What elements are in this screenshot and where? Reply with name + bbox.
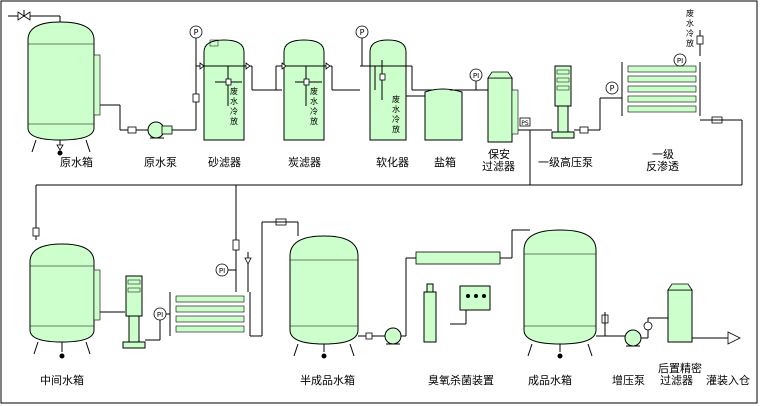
carbon-waste-3: 冷 xyxy=(310,106,318,116)
intermediate-tank xyxy=(29,243,101,359)
ro1-waste-1: 废 xyxy=(686,8,694,18)
softener-waste-3: 冷 xyxy=(392,114,400,124)
svg-text:P: P xyxy=(360,28,365,37)
label-security-filter-1: 保安 xyxy=(488,148,510,161)
label-raw-tank: 原水箱 xyxy=(60,156,93,169)
ro1-waste-3: 冷 xyxy=(686,28,694,38)
transfer-pump xyxy=(384,257,416,345)
softener: P xyxy=(355,25,450,141)
label-booster-pump: 增压泵 xyxy=(612,374,645,387)
ro-unit-2: PI xyxy=(166,196,299,337)
carbon-filter xyxy=(275,39,360,141)
sand-filter: P xyxy=(189,25,282,141)
ro1-waste-2: 水 xyxy=(686,18,694,28)
label-product-tank: 成品水箱 xyxy=(528,374,572,387)
carbon-waste-1: 废 xyxy=(310,86,318,96)
label-security-filter-2: 过滤器 xyxy=(482,160,515,173)
post-precision-filter xyxy=(667,283,741,345)
label-carbon-filter: 炭滤器 xyxy=(288,156,321,169)
softener-waste-4: 放 xyxy=(392,124,400,134)
label-softener: 软化器 xyxy=(376,156,409,169)
label-ro1-2: 反渗透 xyxy=(646,160,679,173)
softener-waste-2: 水 xyxy=(392,104,400,114)
ozone-sterilizer xyxy=(415,229,530,343)
sand-waste-3: 冷 xyxy=(230,106,238,116)
raw-water-pump xyxy=(147,121,173,139)
svg-text:PI: PI xyxy=(473,72,479,80)
semi-finished-tank xyxy=(289,235,385,359)
svg-text:PS: PS xyxy=(521,120,529,127)
label-raw-pump: 原水泵 xyxy=(144,156,177,169)
pipe-raw-to-pump xyxy=(100,104,148,134)
carbon-waste-2: 水 xyxy=(310,96,318,106)
softener-waste-1: 废 xyxy=(392,94,400,104)
booster-pump xyxy=(624,317,668,347)
ro1-waste-4: 放 xyxy=(686,38,694,48)
finished-product-tank xyxy=(523,229,625,359)
label-filling: 灌装入仓 xyxy=(706,374,750,387)
salt-tank xyxy=(424,88,463,141)
label-mid-tank: 中间水箱 xyxy=(40,374,84,387)
pipe-ro1-to-mid-tank xyxy=(32,120,743,240)
label-salt-tank: 盐箱 xyxy=(434,156,456,169)
label-ozone: 臭氧杀菌装置 xyxy=(428,374,494,387)
label-post-filter-1: 后置精密 xyxy=(658,362,702,375)
svg-text:PI: PI xyxy=(677,57,683,65)
sand-waste-4: 放 xyxy=(230,116,238,126)
carbon-waste-4: 放 xyxy=(310,116,318,126)
label-sand-filter: 砂滤器 xyxy=(208,156,241,169)
inlet-valve xyxy=(8,10,38,21)
hp-pump-1: P xyxy=(530,65,619,139)
sand-waste-2: 水 xyxy=(230,96,238,106)
label-hp-pump-1: 一级高压泵 xyxy=(538,156,593,169)
hp-pump-2: PI xyxy=(122,275,167,349)
svg-text:P: P xyxy=(194,28,199,37)
svg-text:PI: PI xyxy=(157,311,163,319)
security-filter: PI PS xyxy=(450,68,531,143)
svg-text:P: P xyxy=(610,84,615,93)
sand-waste-1: 废 xyxy=(230,86,238,96)
label-post-filter-2: 过滤器 xyxy=(660,374,693,387)
label-semi-tank: 半成品水箱 xyxy=(300,374,355,387)
svg-text:PI: PI xyxy=(219,267,225,275)
ro-unit-1: PI xyxy=(612,30,742,124)
raw-water-tank xyxy=(27,21,101,156)
label-ro1-1: 一级 xyxy=(652,148,674,161)
